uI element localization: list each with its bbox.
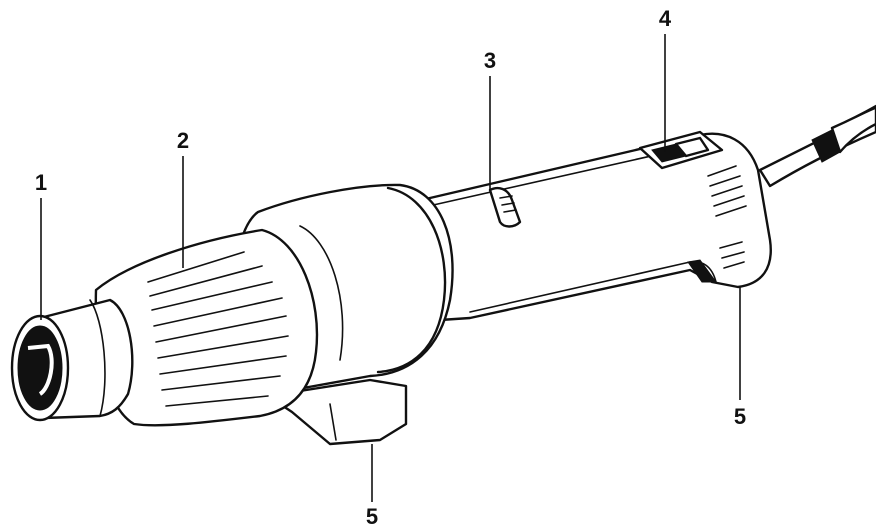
callout-4: 4 [659, 6, 672, 31]
nozzle [10, 298, 134, 422]
callout-2: 2 [177, 128, 189, 153]
stand-foot [266, 378, 408, 446]
callout-labels: 1 2 3 4 5 5 [35, 6, 746, 529]
handle-body [398, 132, 772, 322]
callout-5-handle: 5 [734, 404, 746, 429]
ribbed-sleeve [94, 228, 319, 427]
temperature-wheel [488, 186, 522, 228]
power-cord [758, 104, 876, 188]
leader-lines [40, 34, 741, 502]
vent-slots [707, 165, 747, 269]
callout-3: 3 [484, 48, 496, 73]
power-switch [638, 130, 724, 170]
callout-1: 1 [35, 170, 47, 195]
callout-5-foot: 5 [366, 504, 378, 529]
